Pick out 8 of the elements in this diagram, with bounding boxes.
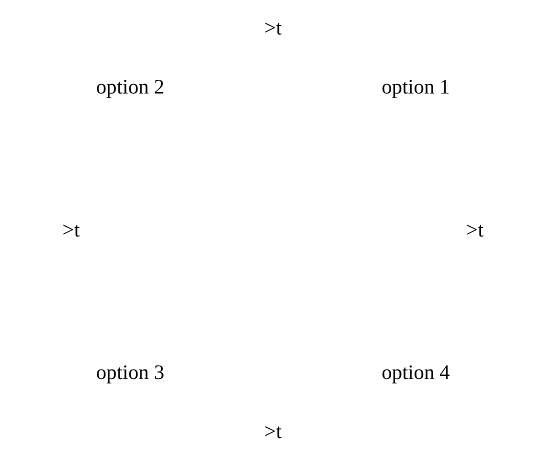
node-text: option 1	[381, 76, 450, 99]
label: >t	[62, 219, 80, 242]
label: >t	[466, 219, 484, 242]
node-text: option 3	[96, 362, 164, 384]
node-text: option 4	[381, 362, 450, 384]
node-text: option 2	[96, 76, 164, 99]
label: >t	[264, 17, 282, 40]
label: >t	[264, 421, 282, 444]
